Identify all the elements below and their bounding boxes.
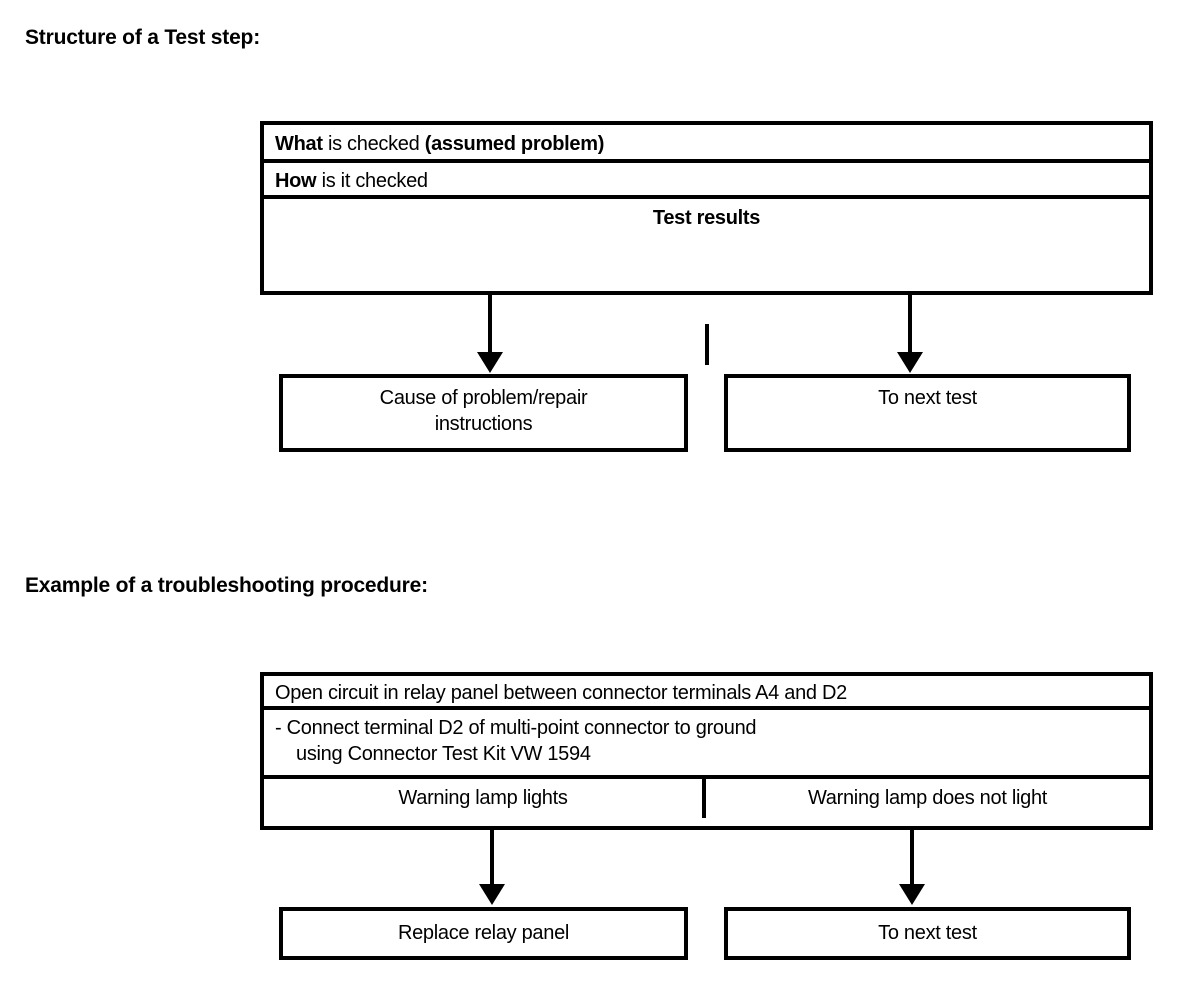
how-label-rest: is it checked bbox=[316, 170, 428, 192]
example-procedure-box: Open circuit in relay panel between conn… bbox=[260, 672, 1153, 830]
cause-of-problem-label: Cause of problem/repair instructions bbox=[379, 387, 588, 435]
test-step-structure-box: What is checked (assumed problem) How is… bbox=[260, 121, 1153, 365]
test-action-line-1: - Connect terminal D2 of multi-point con… bbox=[275, 717, 757, 739]
arrow-shaft bbox=[908, 295, 912, 352]
arrow-down-to-cause-box bbox=[477, 295, 503, 373]
assumed-problem-label: (assumed problem) bbox=[424, 133, 605, 155]
how-label-bold: How bbox=[275, 170, 317, 192]
to-next-test-label-1: To next test bbox=[878, 387, 977, 409]
arrow-head-icon bbox=[477, 352, 503, 373]
replace-relay-panel-label: Replace relay panel bbox=[397, 922, 570, 944]
results-branch-line bbox=[704, 324, 709, 365]
arrow-head-icon bbox=[479, 884, 505, 905]
test-action-line-2: using Connector Test Kit VW 1594 bbox=[296, 743, 591, 765]
arrow-down-to-replace-box bbox=[479, 830, 505, 905]
assumed-problem-row: Open circuit in relay panel between conn… bbox=[264, 676, 1149, 710]
what-checked-row: What is checked (assumed problem) bbox=[264, 125, 1149, 163]
test-results-label: Test results bbox=[652, 207, 761, 229]
arrow-head-icon bbox=[899, 884, 925, 905]
test-results-split-row: Warning lamp lights Warning lamp does no… bbox=[264, 779, 1149, 818]
result-lamp-not-light-cell: Warning lamp does not light bbox=[807, 787, 1048, 809]
what-label-bold: What bbox=[275, 133, 323, 155]
arrow-shaft bbox=[488, 295, 492, 352]
cause-of-problem-box: Cause of problem/repair instructions bbox=[279, 374, 688, 452]
replace-relay-panel-box: Replace relay panel bbox=[279, 907, 688, 960]
result-lamp-lights-cell: Warning lamp lights bbox=[264, 779, 706, 818]
to-next-test-label-2: To next test bbox=[878, 922, 977, 944]
how-checked-row: How is it checked bbox=[264, 163, 1149, 199]
what-label-rest: is checked bbox=[322, 133, 425, 155]
to-next-test-box-1: To next test bbox=[724, 374, 1131, 452]
test-action-row: - Connect terminal D2 of multi-point con… bbox=[264, 710, 1149, 779]
arrow-head-icon bbox=[897, 352, 923, 373]
test-results-row: Test results bbox=[264, 199, 1149, 365]
arrow-shaft bbox=[910, 830, 914, 884]
to-next-test-box-2: To next test bbox=[724, 907, 1131, 960]
heading-structure-of-test-step: Structure of a Test step: bbox=[25, 26, 260, 49]
arrow-down-to-next-test-box-2 bbox=[899, 830, 925, 905]
arrow-shaft bbox=[490, 830, 494, 884]
arrow-down-to-next-test-box-1 bbox=[897, 295, 923, 373]
heading-example-procedure: Example of a troubleshooting procedure: bbox=[25, 574, 428, 597]
